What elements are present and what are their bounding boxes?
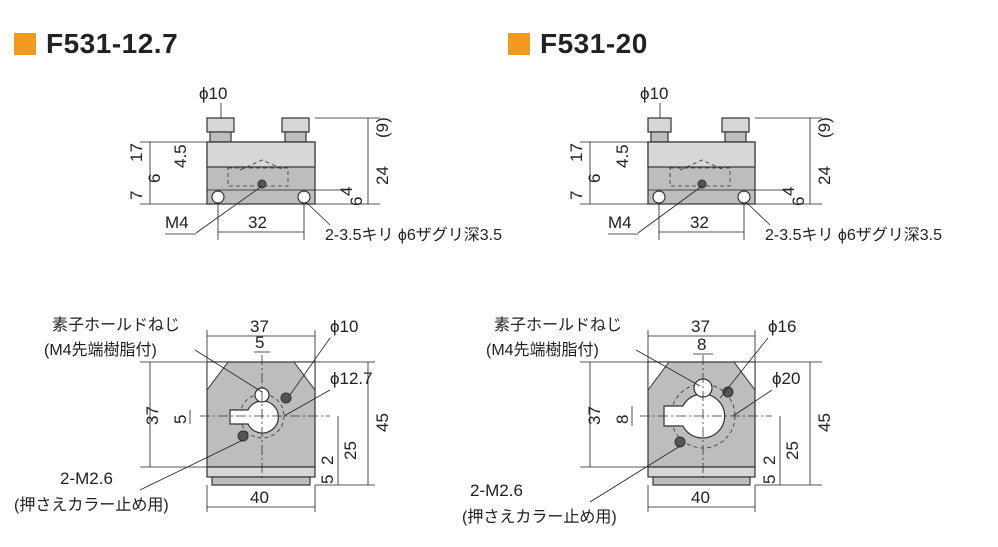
svg-text:ϕ10: ϕ10 — [640, 84, 668, 103]
counterbore-hole — [211, 190, 225, 204]
svg-text:2: 2 — [760, 456, 779, 465]
label-counterbore: 2-3.5キリ ϕ6ザグリ深3.5 — [325, 226, 502, 244]
svg-text:32: 32 — [690, 213, 709, 232]
svg-text:37: 37 — [691, 317, 710, 336]
dim-40: 40 — [250, 488, 269, 507]
svg-text:40: 40 — [691, 488, 710, 507]
svg-text:2-3.5キリ ϕ6ザグリ深3.5: 2-3.5キリ ϕ6ザグリ深3.5 — [765, 226, 942, 244]
screw-head — [206, 117, 235, 133]
counterbore-hole — [297, 190, 311, 204]
dim-2: 2 — [318, 456, 337, 465]
svg-text:(9): (9) — [815, 117, 834, 138]
dim-5-bottom: 5 — [318, 475, 337, 484]
label-screw-note: (M4先端樹脂付) — [44, 341, 157, 359]
dim-45: 45 — [373, 413, 392, 432]
label-m26-note: (押さえカラー止め用) — [14, 496, 169, 514]
svg-text:17: 17 — [567, 143, 586, 162]
svg-text:24: 24 — [815, 166, 834, 185]
dim-37-left: 37 — [143, 406, 162, 425]
dim-phi10: ϕ10 — [199, 84, 227, 103]
plan-view-right: 37 8 素子ホールドねじ (M4先端樹脂付) ϕ16 ϕ20 37 8 45 … — [462, 316, 834, 526]
dim-17: 17 — [127, 143, 146, 162]
dim-4: 4 — [337, 187, 356, 196]
dim-5-left: 5 — [171, 415, 190, 424]
svg-text:ϕ16: ϕ16 — [768, 317, 796, 336]
svg-text:4.5: 4.5 — [613, 144, 632, 168]
dim-4.5: 4.5 — [171, 144, 190, 168]
svg-text:45: 45 — [815, 413, 834, 432]
svg-text:4: 4 — [779, 187, 798, 196]
svg-text:(押さえカラー止め用): (押さえカラー止め用) — [462, 508, 617, 526]
dim-6: 6 — [145, 174, 164, 183]
svg-text:8: 8 — [613, 415, 632, 424]
svg-text:6: 6 — [789, 197, 808, 206]
screw-shaft — [284, 131, 307, 143]
svg-text:2-M2.6: 2-M2.6 — [470, 481, 523, 500]
svg-text:37: 37 — [585, 406, 604, 425]
dim-32: 32 — [248, 213, 267, 232]
dim-7: 7 — [127, 191, 146, 200]
front-view-left: ϕ10 17 7 6 4.5 (9) 24 4 6 32 M4 2-3.5キリ … — [127, 84, 502, 244]
svg-text:素子ホールドねじ: 素子ホールドねじ — [494, 316, 622, 334]
dim-6b: 6 — [347, 197, 366, 206]
svg-text:6: 6 — [585, 174, 604, 183]
svg-text:ϕ20: ϕ20 — [772, 369, 800, 388]
dim-9: (9) — [373, 117, 392, 138]
label-m4: M4 — [165, 213, 189, 232]
svg-text:25: 25 — [783, 441, 802, 460]
plan-view-left: 37 5 素子ホールドねじ (M4先端樹脂付) ϕ10 ϕ12.7 37 5 4… — [14, 316, 392, 514]
label-screw: 素子ホールドねじ — [52, 316, 180, 334]
title-left: F531-12.7 — [14, 28, 178, 60]
dim-phiA: ϕ10 — [330, 317, 358, 336]
dim-phiB: ϕ12.7 — [330, 369, 373, 388]
model-title-right: F531-20 — [540, 28, 648, 59]
label-m26: 2-M2.6 — [60, 469, 113, 488]
screw-shaft — [209, 131, 232, 143]
title-right: F531-20 — [508, 28, 648, 60]
svg-text:M4: M4 — [608, 213, 632, 232]
dim-25: 25 — [341, 441, 360, 460]
model-title-left: F531-12.7 — [46, 28, 179, 59]
svg-text:(M4先端樹脂付): (M4先端樹脂付) — [486, 341, 599, 359]
orange-square-icon — [14, 33, 36, 55]
orange-square-icon — [508, 33, 530, 55]
element-slot — [229, 400, 279, 434]
dim-5-top: 5 — [255, 333, 264, 352]
dim-24: 24 — [373, 166, 392, 185]
svg-text:5: 5 — [760, 475, 779, 484]
screw-head — [281, 117, 310, 133]
front-view-right: ϕ10 17 7 6 4.5 (9) 24 4 6 32 M4 2-3.5キリ … — [567, 84, 942, 244]
svg-text:8: 8 — [697, 335, 706, 354]
svg-text:7: 7 — [567, 191, 586, 200]
dim-37-top: 37 — [250, 317, 269, 336]
